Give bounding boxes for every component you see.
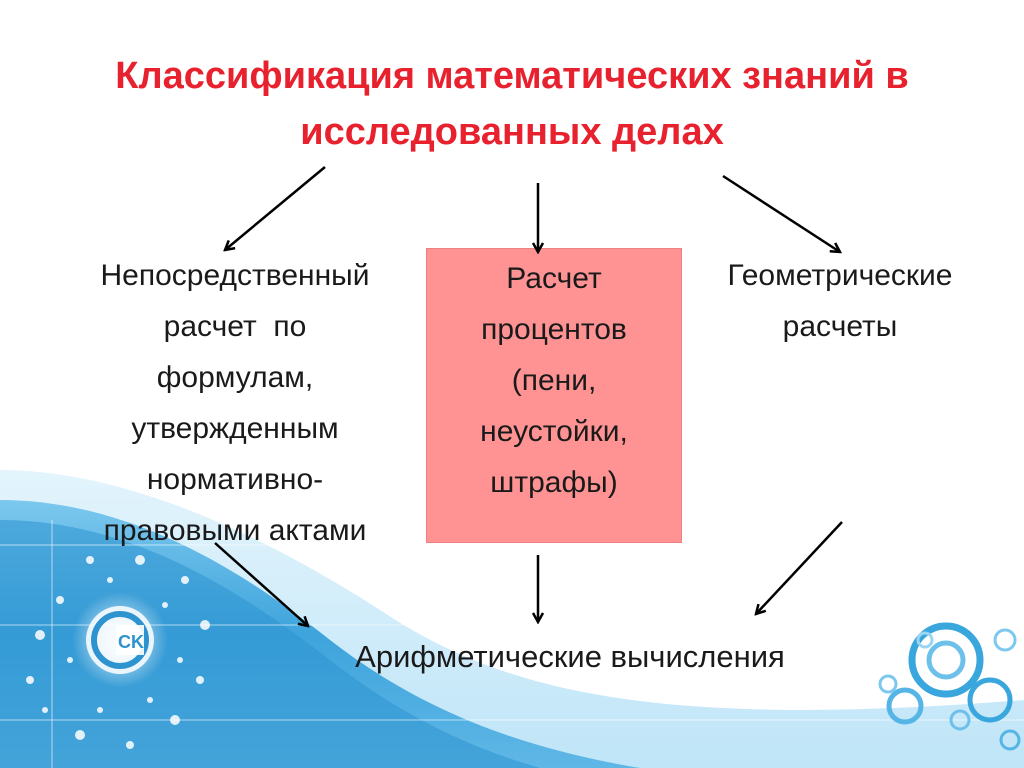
circles-decoration-icon bbox=[878, 622, 1021, 751]
svg-text:CK: CK bbox=[118, 632, 144, 652]
arrow-right-to-bottom bbox=[756, 521, 843, 614]
center-node-line: Расчет bbox=[506, 262, 602, 295]
left-node-line: утвержденным bbox=[131, 412, 339, 445]
logo-icon: CK bbox=[72, 592, 168, 688]
left-node-line: расчет по bbox=[163, 310, 307, 343]
arithmetic-node: Арифметические вычисления bbox=[355, 639, 785, 674]
left-node-line: нормативно- bbox=[146, 463, 324, 496]
arrow-title-to-left bbox=[225, 166, 326, 250]
center-node-line: штрафы) bbox=[490, 466, 618, 499]
center-node-line: (пени, bbox=[511, 364, 597, 397]
percentage-calculation-node: Расчет процентов (пени, неустойки, штраф… bbox=[426, 248, 682, 543]
geometric-calculation-node: Геометрические расчеты bbox=[690, 250, 990, 352]
arrow-title-to-right bbox=[722, 174, 840, 252]
left-node-line: Непосредственный bbox=[100, 259, 370, 292]
direct-calculation-node: Непосредственный расчет по формулам, утв… bbox=[60, 250, 410, 556]
arrow-left-to-bottom bbox=[214, 542, 308, 626]
left-node-line: правовыми актами bbox=[103, 514, 367, 547]
left-node-line: формулам, bbox=[156, 361, 314, 394]
slide-title: Классификация математических знаний в ис… bbox=[115, 55, 909, 153]
center-node-line: неустойки, bbox=[480, 415, 628, 448]
right-node-line: Геометрические bbox=[727, 259, 953, 292]
right-node-line: расчеты bbox=[782, 310, 898, 343]
center-node-line: процентов bbox=[481, 313, 627, 346]
